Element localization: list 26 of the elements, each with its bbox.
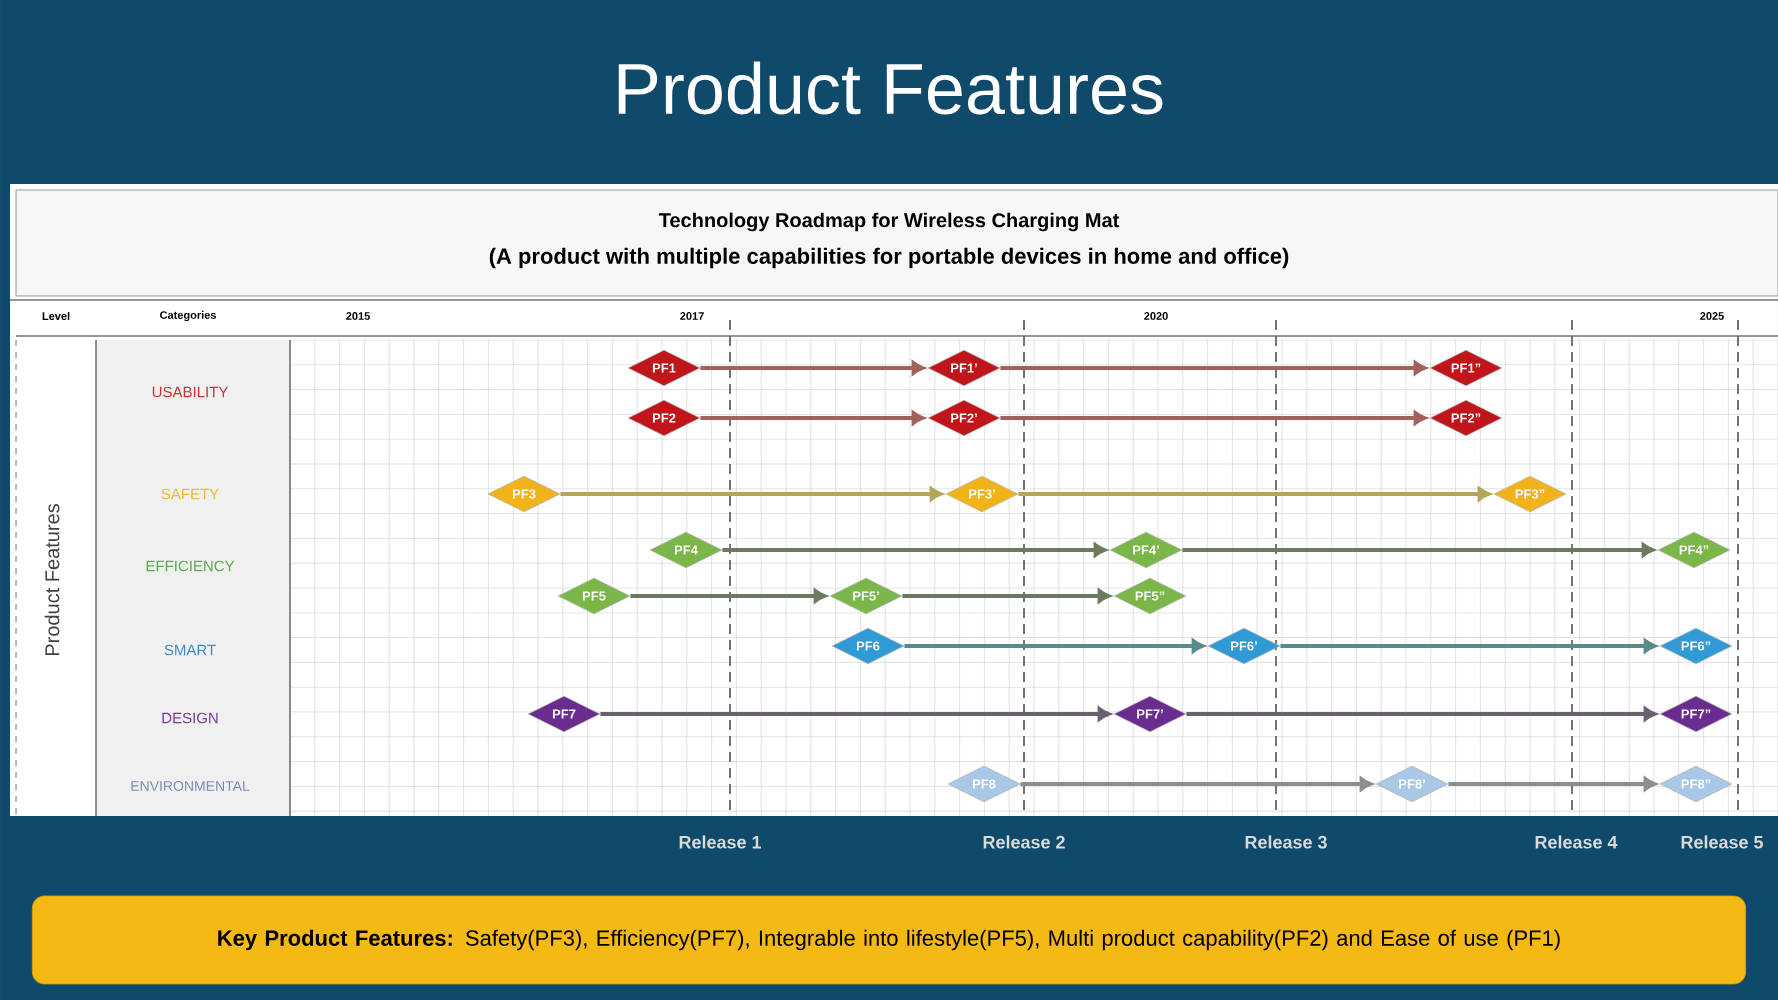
arrow [1018,486,1491,502]
release-label: Release 4 [1535,835,1618,849]
release-label: Release 2 [983,835,1065,849]
arrow [904,638,1205,654]
arrow [700,360,925,376]
chart-heading: Technology Roadmap for Wireless Charging Mat [658,212,1120,232]
release-label: Release 5 [1681,835,1763,849]
row-group-label: Product Features [44,504,60,656]
release-label: Release 3 [1245,835,1327,849]
arrow [630,588,827,604]
arrow [1182,542,1655,558]
arrow [1280,638,1657,654]
release-label: Release 1 [679,835,761,849]
arrow [1000,410,1427,426]
arrow [560,486,943,502]
slide-title: Product Features [618,61,1163,115]
arrow [600,706,1111,722]
arrow [700,410,925,426]
summary-banner: Key Product Features: Safety(PF3), Efficiency(PF7), Integrable into lifestyle(PF5), Multi product capability(PF2) and Ease of use (PF1) [31,895,1747,985]
arrow [1186,706,1657,722]
arrow [1000,360,1427,376]
arrow [1448,776,1657,792]
arrow [722,542,1107,558]
arrow [1020,776,1373,792]
arrow [902,588,1111,604]
chart-heading: (A product with multiple capabilities for portable devices in home and office) [489,247,1289,269]
